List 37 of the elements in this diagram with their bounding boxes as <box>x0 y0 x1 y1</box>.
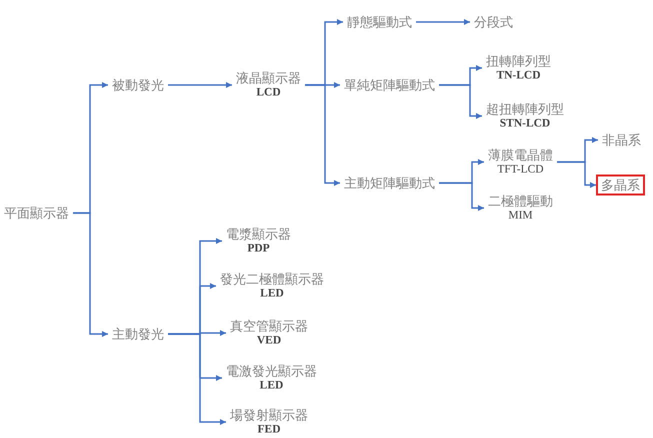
arrow <box>305 84 340 186</box>
abbreviation-label: VED <box>256 334 282 348</box>
abbreviation-label: LED <box>260 286 284 300</box>
category-label: 主動矩陣驅動式 <box>340 176 439 190</box>
category-label: 真空管顯示器 <box>230 318 308 334</box>
arrow <box>416 19 470 25</box>
category-label: 電激發光顯示器 <box>226 364 317 378</box>
abbreviation-label: TFT-LCD <box>497 162 544 176</box>
category-label: 二極體驅動 <box>488 194 553 208</box>
category-label: 單純矩陣驅動式 <box>340 78 439 92</box>
category-label: 分段式 <box>470 14 517 30</box>
category-label: 被動發光 <box>108 78 168 92</box>
arrow <box>73 212 108 337</box>
abbreviation-label: LCD <box>256 86 281 100</box>
arrow <box>439 182 484 211</box>
arrow <box>557 161 596 188</box>
category-label: 超扭轉陣列型 <box>486 102 564 116</box>
arrow <box>439 84 482 119</box>
category-label: 非晶系 <box>598 132 645 148</box>
category-label: 平面顯示器 <box>0 206 73 220</box>
category-label: 薄膜電晶體 <box>488 148 553 162</box>
abbreviation-label: TN-LCD <box>496 68 541 82</box>
arrow <box>168 82 232 88</box>
abbreviation-label: LED <box>260 378 284 392</box>
category-label: 電漿顯示器 <box>226 226 291 242</box>
abbreviation-label: MIM <box>508 208 533 222</box>
arrow <box>168 333 226 425</box>
category-label: 液晶顯示器 <box>236 70 301 86</box>
highlighted-label: 多晶系 <box>596 174 645 196</box>
category-label: 發光二極體顯示器 <box>220 272 324 286</box>
category-label: 場發射顯示器 <box>230 408 308 422</box>
abbreviation-label: PDP <box>247 242 270 256</box>
abbreviation-label: STN-LCD <box>500 116 550 130</box>
category-label: 靜態驅動式 <box>343 14 416 30</box>
category-label: 主動發光 <box>108 326 168 342</box>
category-label: 扭轉陣列型 <box>486 54 551 68</box>
abbreviation-label: FED <box>258 422 280 436</box>
